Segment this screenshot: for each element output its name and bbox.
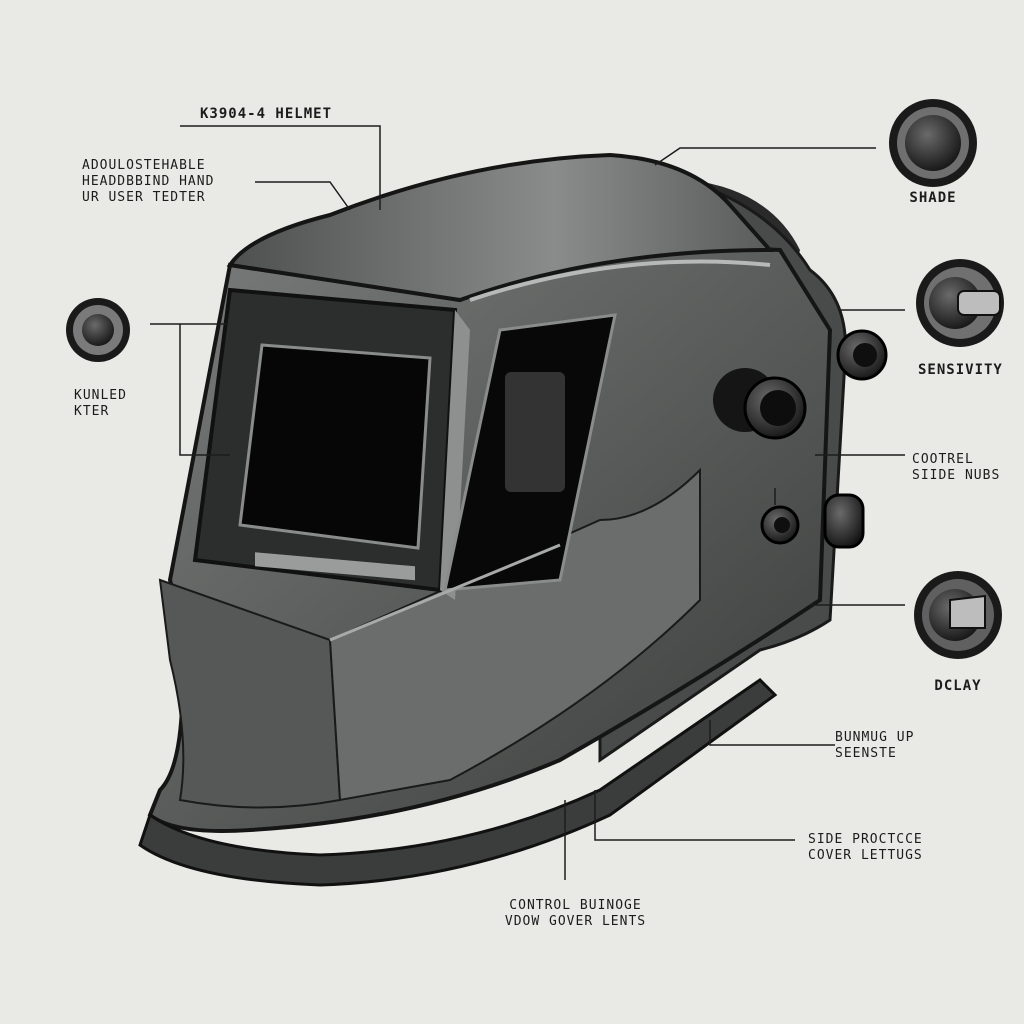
bottom-cover-lens-label: CONTROL BUINOGE VDOW GOVER LENTS: [504, 898, 647, 929]
knurled-knob-icon: [66, 298, 130, 362]
side-protection-label: SIDE PROCTCCE COVER LETTUGS: [808, 832, 923, 863]
control-side-knobs-label: COOTREL SIIDE NUBS: [912, 452, 1001, 483]
delay-label: DCLAY: [934, 678, 982, 694]
helmet-crown: [226, 152, 775, 303]
side-knob-lever: [823, 493, 865, 549]
shade-knob-icon: [889, 99, 977, 187]
side-knob-middle: [760, 505, 800, 545]
delay-knob-icon: [914, 571, 1002, 659]
shade-label: SHADE: [909, 190, 957, 206]
bump-cap-label: BUNMUG UP SEENSTE: [835, 730, 915, 761]
knurled-filter-label: KUNLED KTER: [74, 388, 127, 419]
sensitivity-label: SENSIVITY: [918, 362, 1003, 378]
leader-lines: [150, 125, 905, 880]
headband-label: ADOULOSTEHABLE HEADDBBIND HAND UR USER T…: [82, 158, 215, 205]
side-knob-top: [836, 329, 888, 381]
helmet-label: K3904-4 HELMET: [200, 106, 333, 122]
adjustment-knob-large: [713, 368, 807, 440]
sensitivity-knob-icon: [916, 259, 1004, 347]
helmet-face-panel: [158, 578, 342, 809]
helmet-chin-rim: [138, 678, 778, 887]
main-lens-window: [238, 343, 432, 550]
